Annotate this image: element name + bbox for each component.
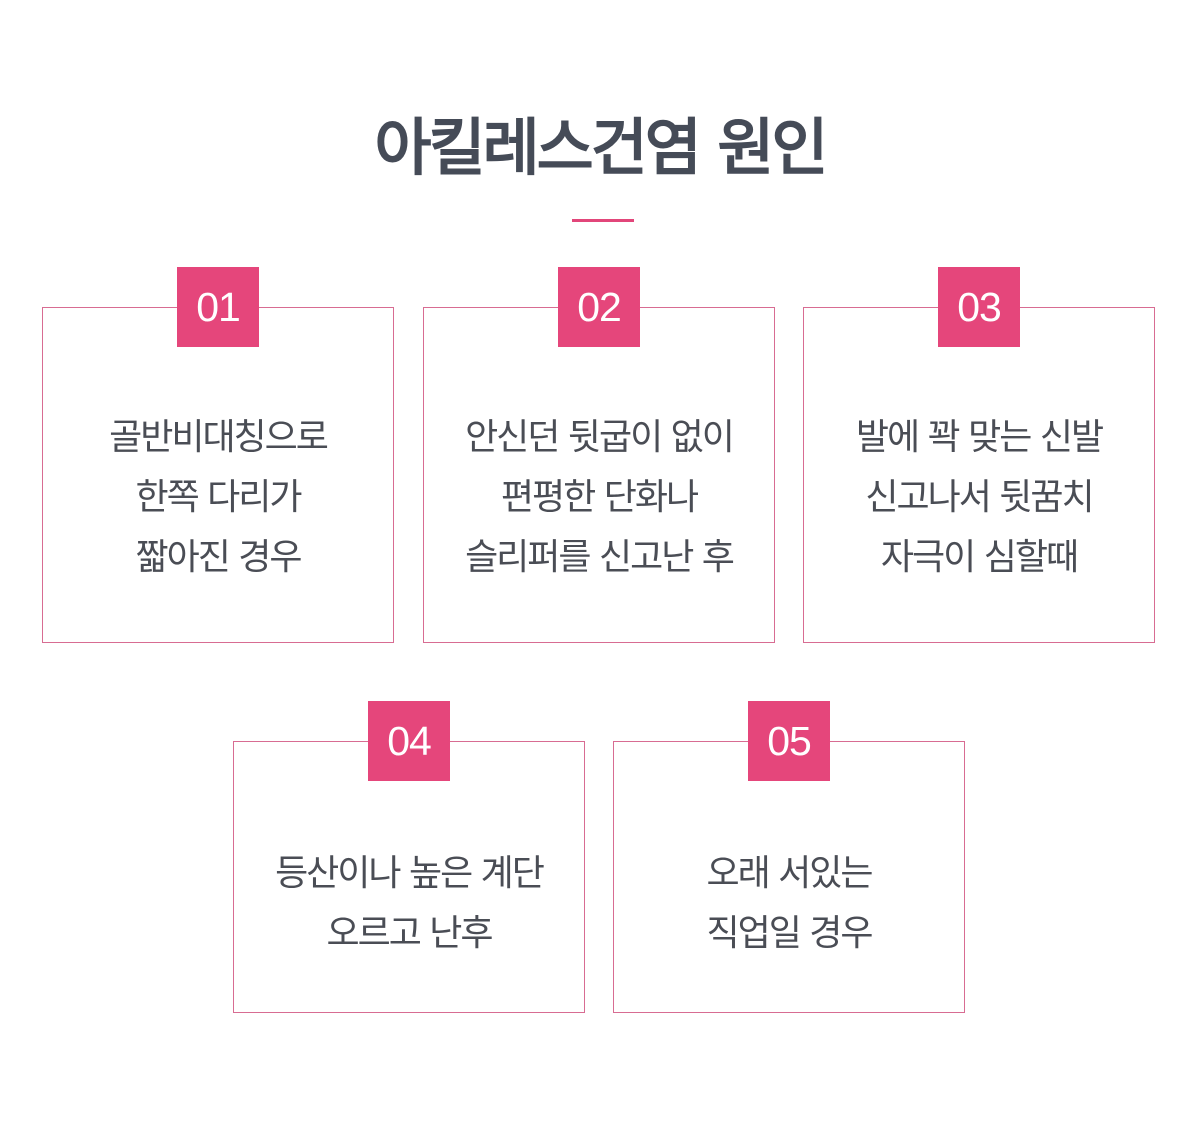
cause-description: 오래 서있는 직업일 경우 bbox=[614, 844, 964, 964]
title-divider bbox=[572, 219, 634, 222]
cause-text-line: 짧아진 경우 bbox=[135, 537, 302, 578]
cause-number-badge: 01 bbox=[177, 267, 259, 347]
cause-card-01: 01 골반비대칭으로 한쪽 다리가 짧아진 경우 bbox=[42, 267, 394, 643]
page-title: 아킬레스건염 원인 bbox=[374, 111, 829, 184]
cause-card-03: 03 발에 꽉 맞는 신발 신고나서 뒷꿈치 자극이 심할때 bbox=[803, 267, 1155, 643]
cause-text-line: 오래 서있는 bbox=[706, 853, 873, 894]
cause-card-04: 04 등산이나 높은 계단 오르고 난후 bbox=[233, 701, 585, 1013]
cause-number-badge: 04 bbox=[368, 701, 450, 781]
cause-description: 안신던 뒷굽이 없이 편평한 단화나 슬리퍼를 신고난 후 bbox=[424, 408, 774, 588]
cause-text-line: 슬리퍼를 신고난 후 bbox=[465, 537, 735, 578]
cause-description: 등산이나 높은 계단 오르고 난후 bbox=[234, 844, 584, 964]
cause-card-02: 02 안신던 뒷굽이 없이 편평한 단화나 슬리퍼를 신고난 후 bbox=[423, 267, 775, 643]
cause-text-line: 골반비대칭으로 bbox=[109, 417, 329, 458]
cause-text-line: 편평한 단화나 bbox=[500, 477, 699, 518]
cause-description: 골반비대칭으로 한쪽 다리가 짧아진 경우 bbox=[43, 408, 393, 588]
cause-text-line: 등산이나 높은 계단 bbox=[275, 853, 545, 894]
cause-text-line: 자극이 심할때 bbox=[880, 537, 1079, 578]
cause-text-line: 발에 꽉 맞는 신발 bbox=[855, 417, 1104, 458]
cause-text-line: 직업일 경우 bbox=[706, 913, 873, 954]
cause-number-badge: 03 bbox=[938, 267, 1020, 347]
cause-description: 발에 꽉 맞는 신발 신고나서 뒷꿈치 자극이 심할때 bbox=[804, 408, 1154, 588]
cause-number-badge: 05 bbox=[748, 701, 830, 781]
cause-text-line: 안신던 뒷굽이 없이 bbox=[465, 417, 735, 458]
cause-text-line: 한쪽 다리가 bbox=[135, 477, 302, 518]
cause-text-line: 오르고 난후 bbox=[326, 913, 493, 954]
cause-number-badge: 02 bbox=[558, 267, 640, 347]
cause-text-line: 신고나서 뒷꿈치 bbox=[865, 477, 1094, 518]
cause-card-05: 05 오래 서있는 직업일 경우 bbox=[613, 701, 965, 1013]
